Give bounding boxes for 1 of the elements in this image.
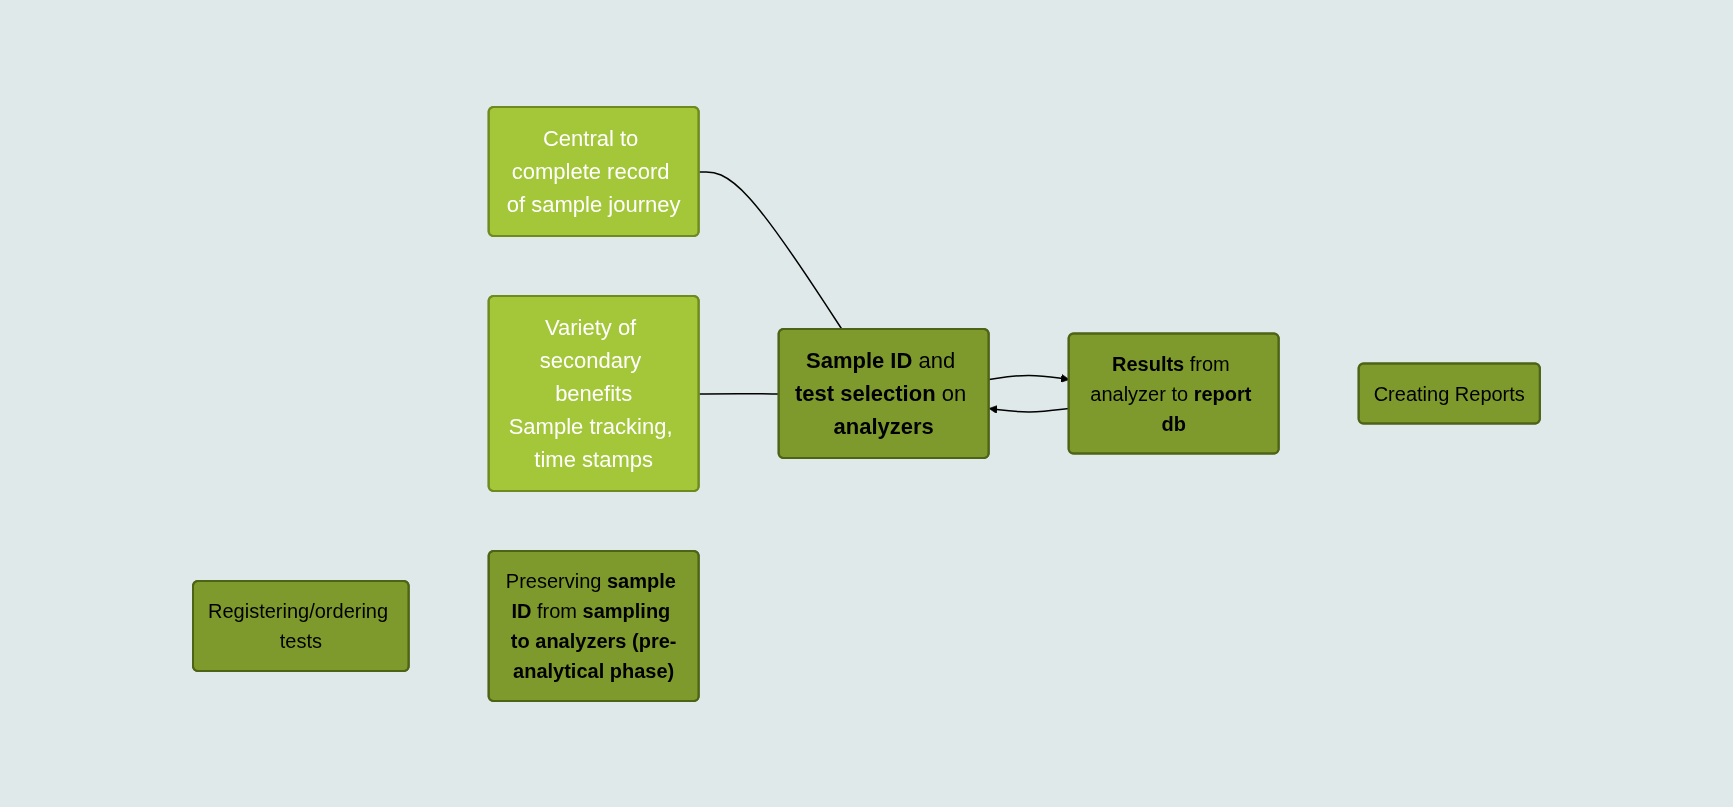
connector — [698, 170, 843, 330]
